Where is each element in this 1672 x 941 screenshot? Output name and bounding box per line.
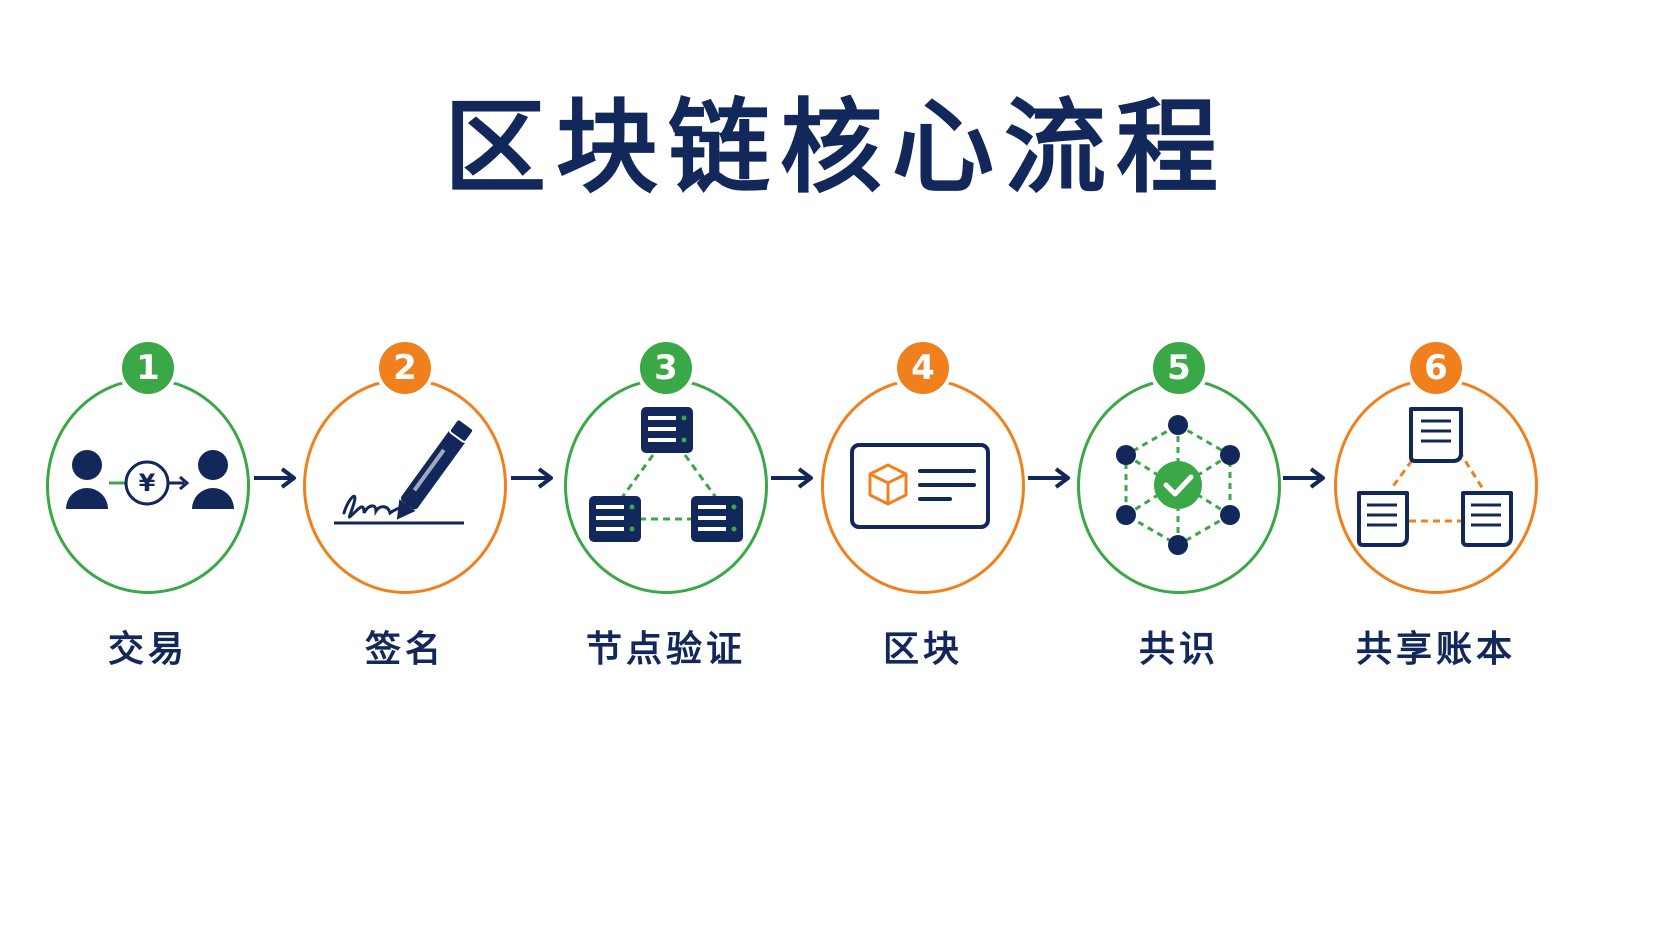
step-label: 签名 (364, 629, 445, 670)
step-ring: ¥ (46, 378, 250, 594)
step-number-badge: 5 (1149, 338, 1209, 398)
step-ring (1334, 378, 1538, 594)
currency-symbol: ¥ (138, 469, 156, 497)
page-title: 区块链核心流程 (444, 89, 1228, 208)
step-1: ¥ 1 交易 (46, 320, 256, 690)
step-label: 区块 (882, 629, 963, 670)
step-ring (821, 378, 1025, 594)
transaction-icon (66, 450, 234, 509)
step-5: 5 共识 (1077, 320, 1287, 690)
step-label: 节点验证 (585, 629, 746, 670)
block-card-icon (850, 443, 990, 529)
step-3: 3 节点验证 (564, 320, 774, 690)
signature-pen-icon (334, 418, 475, 525)
step-number-badge: 1 (118, 338, 178, 398)
step-4: 4 区块 (821, 320, 1031, 690)
step-label: 交易 (107, 629, 188, 670)
step-number-badge: 6 (1406, 338, 1466, 398)
consensus-network-icon (1116, 415, 1240, 555)
step-ring (564, 378, 768, 594)
shared-ledger-icon (1357, 407, 1513, 547)
arrow-right-icon (1283, 467, 1325, 489)
step-ring (303, 378, 507, 594)
step-2: 2 签名 (303, 320, 513, 690)
step-label: 共识 (1138, 629, 1219, 670)
step-number-badge: 2 (375, 338, 435, 398)
step-label: 共享账本 (1355, 629, 1516, 670)
step-number-badge: 4 (893, 338, 953, 398)
step-6: 6 共享账本 (1334, 320, 1544, 690)
arrow-right-icon (771, 467, 813, 489)
arrow-right-icon (511, 467, 553, 489)
server-nodes-icon (589, 407, 743, 542)
arrow-right-icon (1028, 467, 1070, 489)
arrow-right-icon (254, 467, 296, 489)
step-number-badge: 3 (636, 338, 696, 398)
step-ring (1077, 378, 1281, 594)
